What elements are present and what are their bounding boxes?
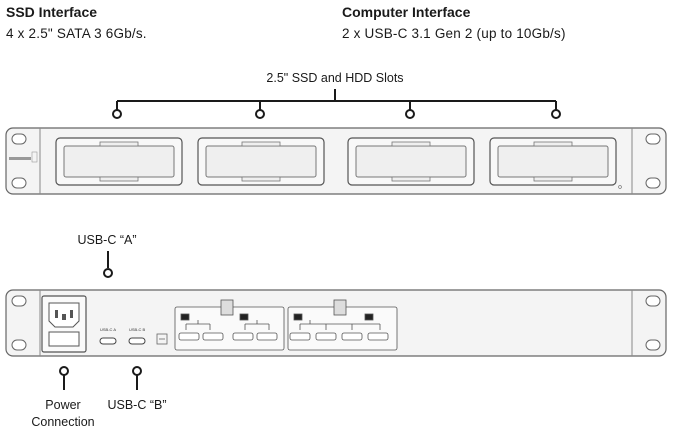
power-connection-callout-label: Power Connection: [31, 398, 95, 429]
usb-c-a-callout: [103, 251, 113, 278]
brand-logo: [9, 157, 31, 160]
rack-hole: [11, 177, 27, 189]
rack-hole: [11, 295, 27, 307]
ssd-interface-title: SSD Interface: [6, 4, 98, 20]
rack-hole: [645, 133, 661, 145]
usb-c-a-callout-label: USB-C “A”: [77, 233, 137, 247]
rack-hole: [645, 339, 661, 351]
usb-c-b-callout-label: USB-C “B”: [107, 398, 167, 412]
callout-dot: [255, 109, 265, 119]
port-mapping-diagram-1: [174, 299, 285, 351]
drive-slot: [489, 137, 617, 186]
power-callout: [59, 366, 69, 390]
drive-slot: [197, 137, 325, 186]
rack-hole: [11, 133, 27, 145]
rack-hole: [645, 295, 661, 307]
ssd-slots-callout-label: 2.5" SSD and HDD Slots: [266, 71, 404, 85]
drive-slot: [347, 137, 475, 186]
front-panel: [5, 127, 667, 195]
callout-dot: [551, 109, 561, 119]
ssd-interface-value: 4 x 2.5" SATA 3 6Gb/s.: [6, 26, 147, 41]
drive-slot: [55, 137, 183, 186]
rear-panel: USB-C A USB-C B: [5, 289, 667, 357]
computer-interface-value: 2 x USB-C 3.1 Gen 2 (up to 10Gb/s): [342, 26, 566, 41]
callout-dot: [112, 109, 122, 119]
usb-c-port-a: [99, 337, 117, 345]
rack-hole: [645, 177, 661, 189]
usb-c-b-callout: [132, 366, 142, 390]
rack-hole: [11, 339, 27, 351]
callout-dot: [405, 109, 415, 119]
switch-indicator: [156, 333, 168, 345]
ssd-slots-bracket: [116, 89, 557, 110]
usb-c-port-b: [128, 337, 146, 345]
power-inlet: [41, 295, 87, 353]
port-mapping-diagram-2: [287, 299, 398, 351]
usb-c-a-port-label: USB-C A: [100, 327, 116, 332]
usb-c-b-port-label: USB-C B: [129, 327, 146, 332]
status-led: [618, 185, 622, 189]
computer-interface-title: Computer Interface: [342, 4, 471, 20]
